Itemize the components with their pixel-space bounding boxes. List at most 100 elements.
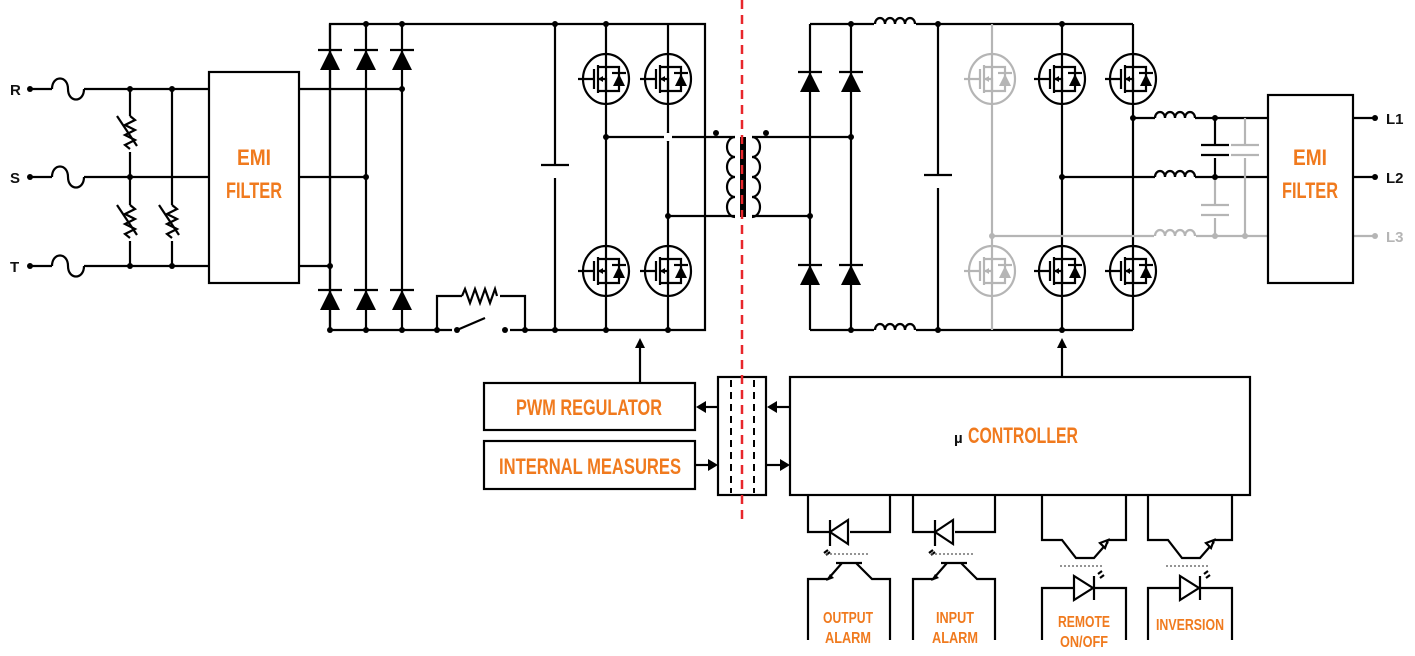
junction-dot <box>1212 233 1218 239</box>
body-diode <box>675 74 687 86</box>
diode-triangle <box>800 72 820 92</box>
junction-dot <box>665 327 671 333</box>
diode <box>798 70 822 92</box>
junction-dot <box>27 263 33 269</box>
mosfet-transistor <box>1105 52 1158 106</box>
mosfet-arrow <box>984 76 989 82</box>
inductor <box>1153 110 1197 119</box>
crossover-gap <box>664 133 672 141</box>
mosfet-transistor <box>964 52 1017 106</box>
capacitor-gap <box>924 174 952 188</box>
junction-dot <box>169 86 175 92</box>
junction-dot <box>848 21 854 27</box>
capacitor <box>1231 143 1259 158</box>
junction-dot <box>989 233 995 239</box>
capacitor-gap <box>541 164 569 178</box>
mosfet-arrow <box>1125 76 1130 82</box>
emitter-arrow <box>826 574 834 581</box>
light-mark <box>1203 570 1211 579</box>
output-label-l3: L3 <box>1386 229 1404 246</box>
junction-dot <box>848 134 854 140</box>
input-alarm-label-1: INPUT <box>936 610 974 627</box>
wire <box>435 294 527 330</box>
junction-dot <box>603 21 609 27</box>
input-alarm-label-2: ALARM <box>932 630 978 647</box>
emitter-arrow <box>931 574 939 581</box>
opto-wire <box>1040 586 1128 640</box>
components <box>27 16 1378 640</box>
varistor <box>116 204 138 241</box>
fuse <box>50 254 86 278</box>
junction-dot <box>848 327 854 333</box>
varistor-zigzag <box>122 115 138 150</box>
pwm-regulator-box <box>482 381 697 432</box>
junction-dot <box>127 263 133 269</box>
body-diode <box>613 266 625 278</box>
arrow-head <box>708 459 718 471</box>
junction-dot <box>763 130 769 136</box>
mosfet-arrow <box>598 76 603 82</box>
optocoupler <box>911 495 997 640</box>
phototransistor <box>806 561 892 640</box>
junction-dot <box>522 327 528 333</box>
capacitor <box>541 163 569 178</box>
arrow-head <box>780 459 790 471</box>
junction-dot <box>1212 115 1218 121</box>
remote-on-off-label-2: ON/OFF <box>1060 634 1108 651</box>
junction-dot <box>935 21 941 27</box>
wire <box>299 87 402 268</box>
mosfet-transistor <box>1105 244 1158 298</box>
emitter-arrow <box>1100 540 1108 548</box>
body-diode <box>613 74 625 86</box>
junction-dot <box>502 327 508 333</box>
primary-winding <box>725 135 736 219</box>
junction-dot <box>27 86 33 92</box>
body-diode <box>999 266 1011 278</box>
mosfet-transistor <box>1034 244 1087 298</box>
diode <box>839 70 863 92</box>
junction-dot <box>327 327 333 333</box>
junction-dot <box>713 130 719 136</box>
diode <box>390 288 414 310</box>
opto-wire <box>806 495 892 534</box>
junction-dot <box>363 21 369 27</box>
junction-dot <box>434 327 440 333</box>
output-label-l1: L1 <box>1386 111 1404 128</box>
remote-on-off-label-1: REMOTE <box>1058 614 1110 631</box>
arrow-head <box>696 401 706 413</box>
body-diode <box>1069 74 1081 86</box>
varistor-slash <box>158 204 180 236</box>
led-outline <box>828 517 850 547</box>
diode <box>318 48 342 70</box>
inductor <box>1153 169 1197 178</box>
varistor <box>158 204 180 241</box>
emi-filter-input-box <box>207 70 301 285</box>
mosfet-transistor <box>640 244 693 298</box>
optocoupler <box>1146 495 1234 640</box>
optocoupler <box>1040 495 1128 640</box>
microcontroller-box <box>788 375 1252 497</box>
diode <box>354 288 378 310</box>
led-outline <box>1178 574 1202 602</box>
wiring <box>30 22 1375 467</box>
emitter-arrow-outline <box>1098 538 1110 550</box>
junction-dot <box>169 263 175 269</box>
micro-symbol: µ <box>954 430 963 447</box>
junction-dot <box>1059 174 1065 180</box>
diode <box>318 288 342 310</box>
opto-wire <box>1146 586 1234 640</box>
junction-dot <box>807 213 813 219</box>
pwm-regulator-label: PWM REGULATOR <box>516 395 662 420</box>
emitter-arrow <box>1206 540 1214 548</box>
varistor-zigzag <box>164 204 180 239</box>
varistor <box>116 115 138 152</box>
diode-triangle <box>356 50 376 70</box>
internal-measures-box <box>482 439 697 491</box>
body-diode <box>1069 266 1081 278</box>
junction-dot <box>1059 21 1065 27</box>
mosfet-transistor <box>578 52 631 106</box>
wire <box>1353 116 1375 179</box>
diode-triangle <box>841 265 861 285</box>
diode-triangle <box>841 72 861 92</box>
